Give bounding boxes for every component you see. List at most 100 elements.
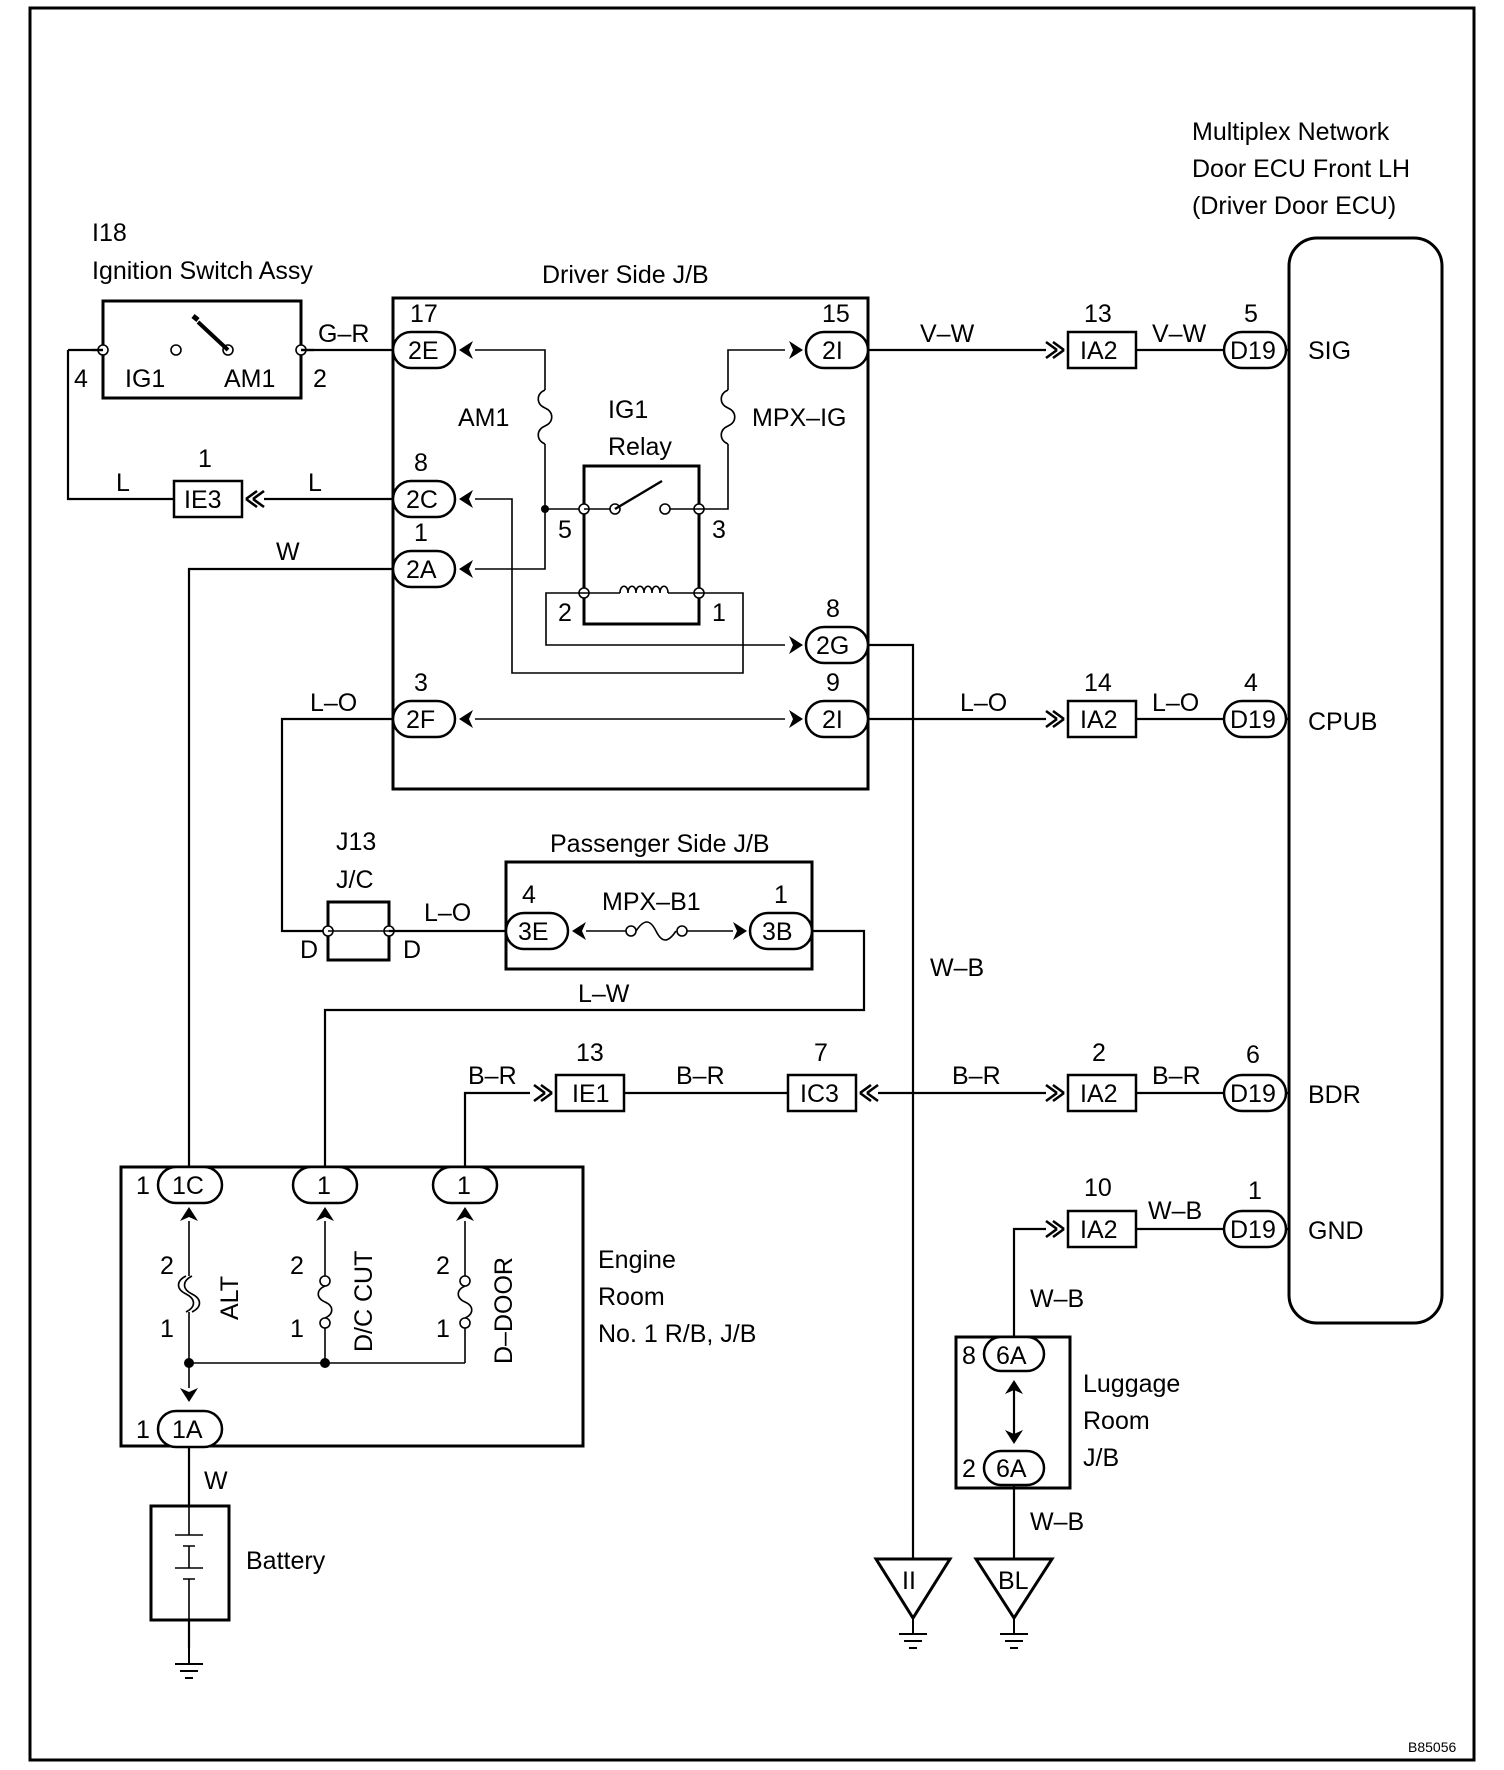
pin-3B-1: 1: [774, 881, 788, 909]
connector-2E-label: 2E: [408, 337, 439, 365]
engine-room-line2: Room: [598, 1283, 665, 1311]
wire-label-lo2: L–O: [960, 689, 1007, 717]
pin-D19-4: 4: [1244, 669, 1258, 697]
connector-2A-label: 2A: [406, 556, 437, 584]
pin-IA2-13: 13: [1084, 300, 1112, 328]
fuse-dc-label: D/C CUT: [350, 1251, 378, 1352]
pin-D19-6: 6: [1246, 1041, 1260, 1069]
pin-IA2-2: 2: [1092, 1039, 1106, 1067]
jc-d-right: D: [403, 936, 421, 964]
door-ecu: Multiplex Network Door ECU Front LH (Dri…: [1192, 118, 1444, 1325]
engine-room-line3: No. 1 R/B, J/B: [598, 1320, 756, 1348]
diagram-frame: [28, 6, 1476, 1762]
connector-IC3-label: IC3: [800, 1080, 839, 1108]
connector-1-dc-label: 1: [317, 1172, 331, 1200]
pin-IA2-10: 10: [1084, 1174, 1112, 1202]
connector-2G-label: 2G: [816, 632, 849, 660]
pin-2C-8: 8: [414, 449, 428, 477]
pin-alt-1: 1: [160, 1315, 174, 1343]
connector-3B-label: 3B: [762, 918, 793, 946]
ecu-title-line2: Door ECU Front LH: [1192, 155, 1410, 183]
relay-pin-1: 1: [712, 599, 726, 627]
engine-room-rb: Engine Room No. 1 R/B, J/B 1C 1 1 1 2 1 …: [119, 1165, 756, 1449]
wire-label-lo1: L–O: [310, 689, 357, 717]
ecu-pin-cpub: CPUB: [1308, 708, 1377, 736]
wire-label-wb1: W–B: [1148, 1197, 1202, 1225]
pin-IA2-14: 14: [1084, 669, 1112, 697]
engine-room-line1: Engine: [598, 1246, 676, 1274]
ignition-switch-name: Ignition Switch Assy: [92, 257, 313, 285]
pin-alt-2: 2: [160, 1252, 174, 1280]
pin-1C-1: 1: [136, 1172, 150, 1200]
jc-name: J/C: [336, 866, 374, 894]
pin-D19-5: 5: [1244, 300, 1258, 328]
figure-code: B85056: [1408, 1739, 1456, 1755]
ecu-title-line3: (Driver Door ECU): [1192, 192, 1396, 220]
pin-IE3-1: 1: [198, 445, 212, 473]
connector-2I-bot-label: 2I: [822, 706, 843, 734]
pin-IE1-13: 13: [576, 1039, 604, 1067]
pin-dc-2: 2: [290, 1252, 304, 1280]
ecu-pin-gnd: GND: [1308, 1217, 1364, 1245]
connector-6A-top-label: 6A: [996, 1342, 1027, 1370]
luggage-label-line2: Room: [1083, 1407, 1150, 1435]
wire-label-vw1: V–W: [920, 320, 975, 348]
connector-IE1-label: IE1: [572, 1080, 610, 1108]
ig1-terminal-label: IG1: [125, 365, 165, 393]
jc-d-left: D: [300, 936, 318, 964]
relay-pin-3: 3: [712, 516, 726, 544]
am1-fuse-label: AM1: [458, 404, 509, 432]
wire-label-w-bat: W: [204, 1467, 228, 1495]
connector-IE3-label: IE3: [184, 486, 222, 514]
relay-label-relay: Relay: [608, 433, 672, 461]
relay-pin-2: 2: [558, 599, 572, 627]
wire-label-wb3: W–B: [1030, 1508, 1084, 1536]
connector-IA2-sig-label: IA2: [1080, 337, 1118, 365]
battery-label: Battery: [246, 1547, 326, 1575]
pin-dc-1: 1: [290, 1315, 304, 1343]
connector-D19-bdr-label: D19: [1230, 1080, 1276, 1108]
connector-IE3: [172, 479, 244, 519]
ignition-switch: I18 Ignition Switch Assy IG1 AM1 4 2: [74, 219, 327, 400]
ground-II: II: [873, 1557, 953, 1649]
wire-label-gr: G–R: [318, 320, 369, 348]
ecu-pin-bdr: BDR: [1308, 1081, 1361, 1109]
driver-side-jb: Driver Side J/B 2E 17 2C 8 2A 1 2F 3 2I …: [391, 261, 870, 791]
pin-2I-15: 15: [822, 300, 850, 328]
passenger-side-jb: Passenger Side J/B 3E 4 3B 1 MPX–B1: [504, 830, 814, 971]
wire-label-l-left: L: [116, 469, 130, 497]
connector-6A-bot-label: 6A: [996, 1455, 1027, 1483]
pin-D19-1: 1: [1248, 1177, 1262, 1205]
wire-label-br1: B–R: [468, 1062, 517, 1090]
junction-connector-j13: J13 J/C D D: [300, 828, 421, 964]
wire-label-wb2: W–B: [1030, 1285, 1084, 1313]
ignition-pin-2: 2: [313, 365, 327, 393]
pin-2I-9: 9: [826, 669, 840, 697]
relay-pin-5: 5: [558, 516, 572, 544]
wire-label-br4: B–R: [1152, 1062, 1201, 1090]
connector-D19-cpub-label: D19: [1230, 706, 1276, 734]
connector-1C-label: 1C: [172, 1172, 204, 1200]
luggage-label-line3: J/B: [1083, 1444, 1119, 1472]
wire-label-l-right: L: [308, 469, 322, 497]
ground-label-bl: BL: [998, 1567, 1029, 1595]
driver-jb-title: Driver Side J/B: [542, 261, 709, 289]
ground-label-ii: II: [902, 1567, 916, 1595]
ignition-switch-code: I18: [92, 219, 127, 247]
wire-label-wb-mid: W–B: [930, 954, 984, 982]
connector-2F-label: 2F: [406, 706, 435, 734]
fuse-door-label: D–DOOR: [490, 1257, 518, 1364]
pin-3E-4: 4: [522, 881, 536, 909]
ecu-pin-sig: SIG: [1308, 337, 1351, 365]
wire-label-br2: B–R: [676, 1062, 725, 1090]
relay-label-ig1: IG1: [608, 396, 648, 424]
pin-2A-1: 1: [414, 519, 428, 547]
ignition-pin-4: 4: [74, 365, 88, 393]
connector-2C-label: 2C: [406, 486, 438, 514]
wire-label-lo4: L–O: [424, 899, 471, 927]
pin-2G-8: 8: [826, 595, 840, 623]
jc-code: J13: [336, 828, 376, 856]
wire-label-lw: L–W: [578, 980, 630, 1008]
fuse-alt-label: ALT: [216, 1276, 244, 1320]
